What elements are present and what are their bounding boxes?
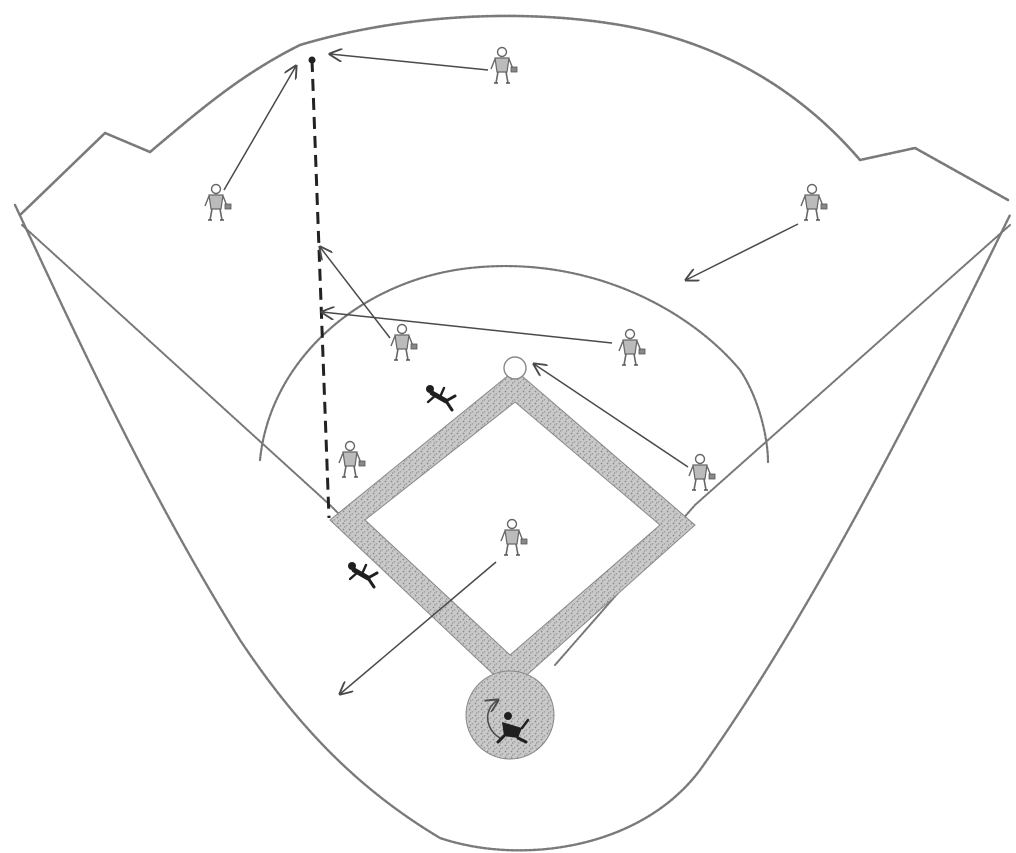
left-fielder-figure-icon <box>205 185 231 221</box>
outfield-fence <box>20 16 1008 215</box>
second-baseman-to-relay <box>322 312 612 343</box>
pitcher-figure-icon <box>501 520 527 556</box>
center-fielder-to-ball <box>330 54 488 70</box>
runner-third-icon <box>348 562 377 587</box>
second-base-circle <box>504 357 526 379</box>
right-foul-line <box>555 225 1010 665</box>
runner-second-icon <box>426 385 455 410</box>
third-baseman-figure-icon <box>339 442 365 478</box>
ball-landing <box>309 57 316 64</box>
center-fielder-figure-icon <box>491 48 517 84</box>
ball-path <box>312 60 329 518</box>
first-baseman-figure-icon <box>689 455 715 491</box>
second-baseman-figure-icon <box>619 330 645 366</box>
right-fielder-figure-icon <box>801 185 827 221</box>
shortstop-to-relay <box>320 247 390 338</box>
shortstop-figure-icon <box>391 325 417 361</box>
right-fielder-backup <box>686 224 798 280</box>
